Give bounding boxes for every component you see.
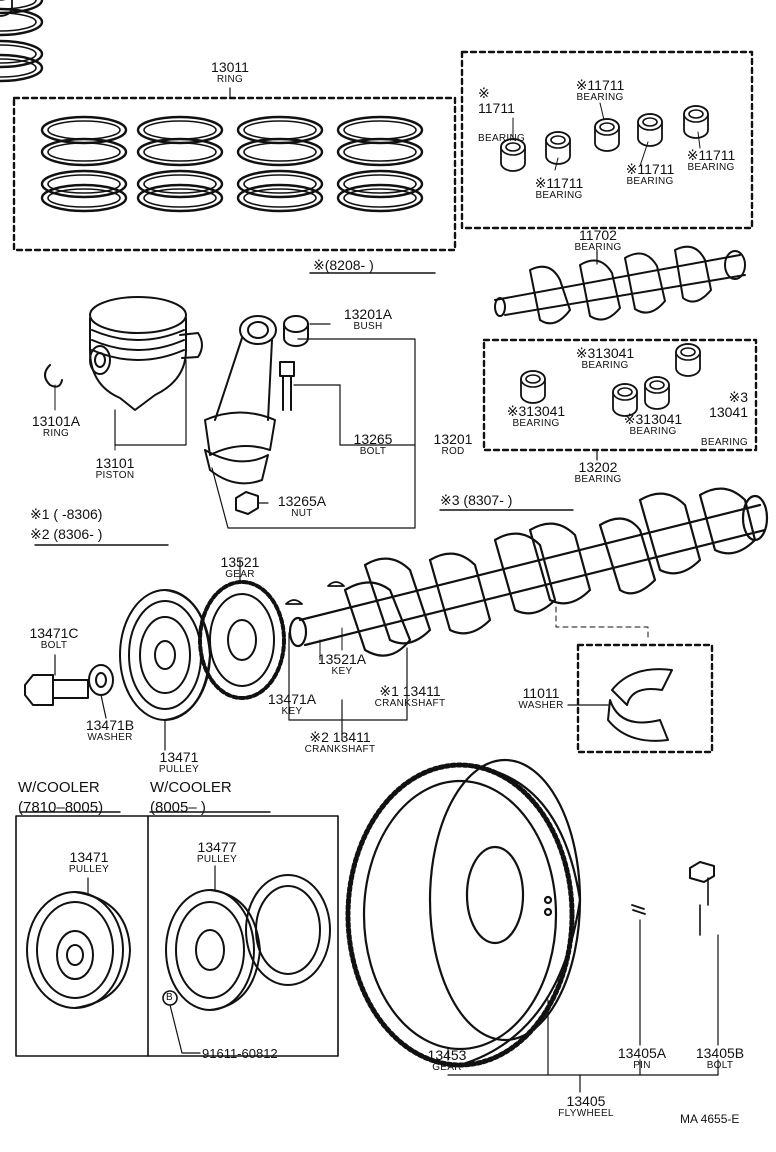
crankshaft-old-icon <box>494 245 746 325</box>
label-pin-13405a: 13405A PIN <box>617 1045 667 1071</box>
label-bearing-13041-b: ※3 13041 BEARING <box>700 389 748 448</box>
label-crankshaft-13411-2: ※2 13411 CRANKSHAFT <box>304 729 376 755</box>
main-bearing-shells-icon <box>0 0 709 172</box>
piston-rings-icon <box>0 0 424 213</box>
label-piston-13101: 13101 PISTON <box>95 455 135 481</box>
snap-ring-icon <box>44 364 63 388</box>
cooler-pulley-a-icon <box>26 877 131 1009</box>
flywheel-pin-icon <box>631 904 646 1046</box>
note-8208: ※(8208- ) <box>313 257 374 273</box>
label-bolt-13471c: 13471C BOLT <box>29 625 79 651</box>
flywheel-icon <box>345 758 582 1068</box>
label-bearing-11711-a: ※ 11711 BEARING <box>478 85 526 144</box>
label-bearing-13041-d: ※313041 BEARING <box>623 411 683 437</box>
label-bush-13201a: 13201A BUSH <box>343 306 393 332</box>
label-bearing-11711-d: ※11711 BEARING <box>625 161 675 187</box>
cooler-pulley-box <box>15 811 339 1057</box>
crankshaft-new-icon <box>288 487 769 657</box>
reference-code: MA 4655-E <box>680 1112 740 1126</box>
label-bearing-11702: 11702 BEARING <box>574 227 622 253</box>
label-bearing-13202: 13202 BEARING <box>574 459 622 485</box>
bush-icon <box>283 315 331 347</box>
label-rod-13201: 13201 ROD <box>433 431 473 457</box>
wcooler-heading-2: W/COOLER (8005– ) <box>150 779 232 816</box>
label-bearing-13041-c: ※313041 BEARING <box>506 403 566 429</box>
label-nut-13265a: 13265A NUT <box>277 493 327 519</box>
pulley-washer-icon <box>88 664 114 719</box>
label-washer-13471b: 13471B WASHER <box>85 717 135 743</box>
label-pulley-13471: 13471 PULLEY <box>158 749 200 775</box>
label-bearing-11711-e: ※11711 BEARING <box>686 147 736 173</box>
label-ring-13101a: 13101A RING <box>31 413 81 439</box>
label-gear-13521: 13521 GEAR <box>220 554 260 580</box>
thrust-washer-box <box>567 643 714 754</box>
key-icons <box>285 581 345 605</box>
rod-bolt-icon <box>279 361 341 411</box>
crank-bearing-box <box>482 338 758 461</box>
label-pulley-13471-b: 13471 PULLEY <box>68 849 110 875</box>
label-washer-11011: 11011 WASHER <box>518 685 564 711</box>
label-bearing-13041-a: ※313041 BEARING <box>575 345 635 371</box>
pulley-icon <box>119 589 211 751</box>
label-gear-13453: 13453 GEAR <box>427 1047 467 1073</box>
label-bolt-13265: 13265 BOLT <box>353 431 393 457</box>
timing-gear-icon <box>198 559 286 700</box>
label-crankshaft-13411-1: ※1 13411 CRANKSHAFT <box>374 683 446 709</box>
label-bearing-11711-b: ※11711 BEARING <box>575 77 625 103</box>
label-flywheel-13405: 13405 FLYWHEEL <box>558 1093 614 1119</box>
cooler-pulley-b-icon <box>165 865 331 1011</box>
pulley-bolt-icon <box>24 654 89 706</box>
label-ring-13011: 13011 RING <box>211 59 249 85</box>
piston-icon <box>89 296 203 411</box>
note-3: ※3 (8307- ) <box>440 492 513 508</box>
note-1: ※1 ( -8306) <box>30 506 103 522</box>
rod-nut-icon <box>235 491 269 515</box>
b-marker-circle <box>162 990 201 1054</box>
b-marker-label: B <box>166 992 173 1003</box>
label-bolt-13405b: 13405B BOLT <box>695 1045 745 1071</box>
ring-set-box <box>12 87 457 252</box>
label-bearing-11711-c: ※11711 BEARING <box>534 175 584 201</box>
label-pulley-13477: 13477 PULLEY <box>196 839 238 865</box>
label-key-13471a: 13471A KEY <box>267 691 317 717</box>
main-bearing-box <box>460 50 754 230</box>
wcooler-heading-1: W/COOLER (7810–8005) <box>18 779 104 816</box>
label-key-13521a: 13521A KEY <box>317 651 367 677</box>
label-bolt-91611: 91611-60812 <box>202 1046 278 1061</box>
connecting-rod-icon <box>204 315 277 485</box>
flywheel-bolt-icon <box>689 861 719 1046</box>
note-2: ※2 (8306- ) <box>30 526 103 542</box>
